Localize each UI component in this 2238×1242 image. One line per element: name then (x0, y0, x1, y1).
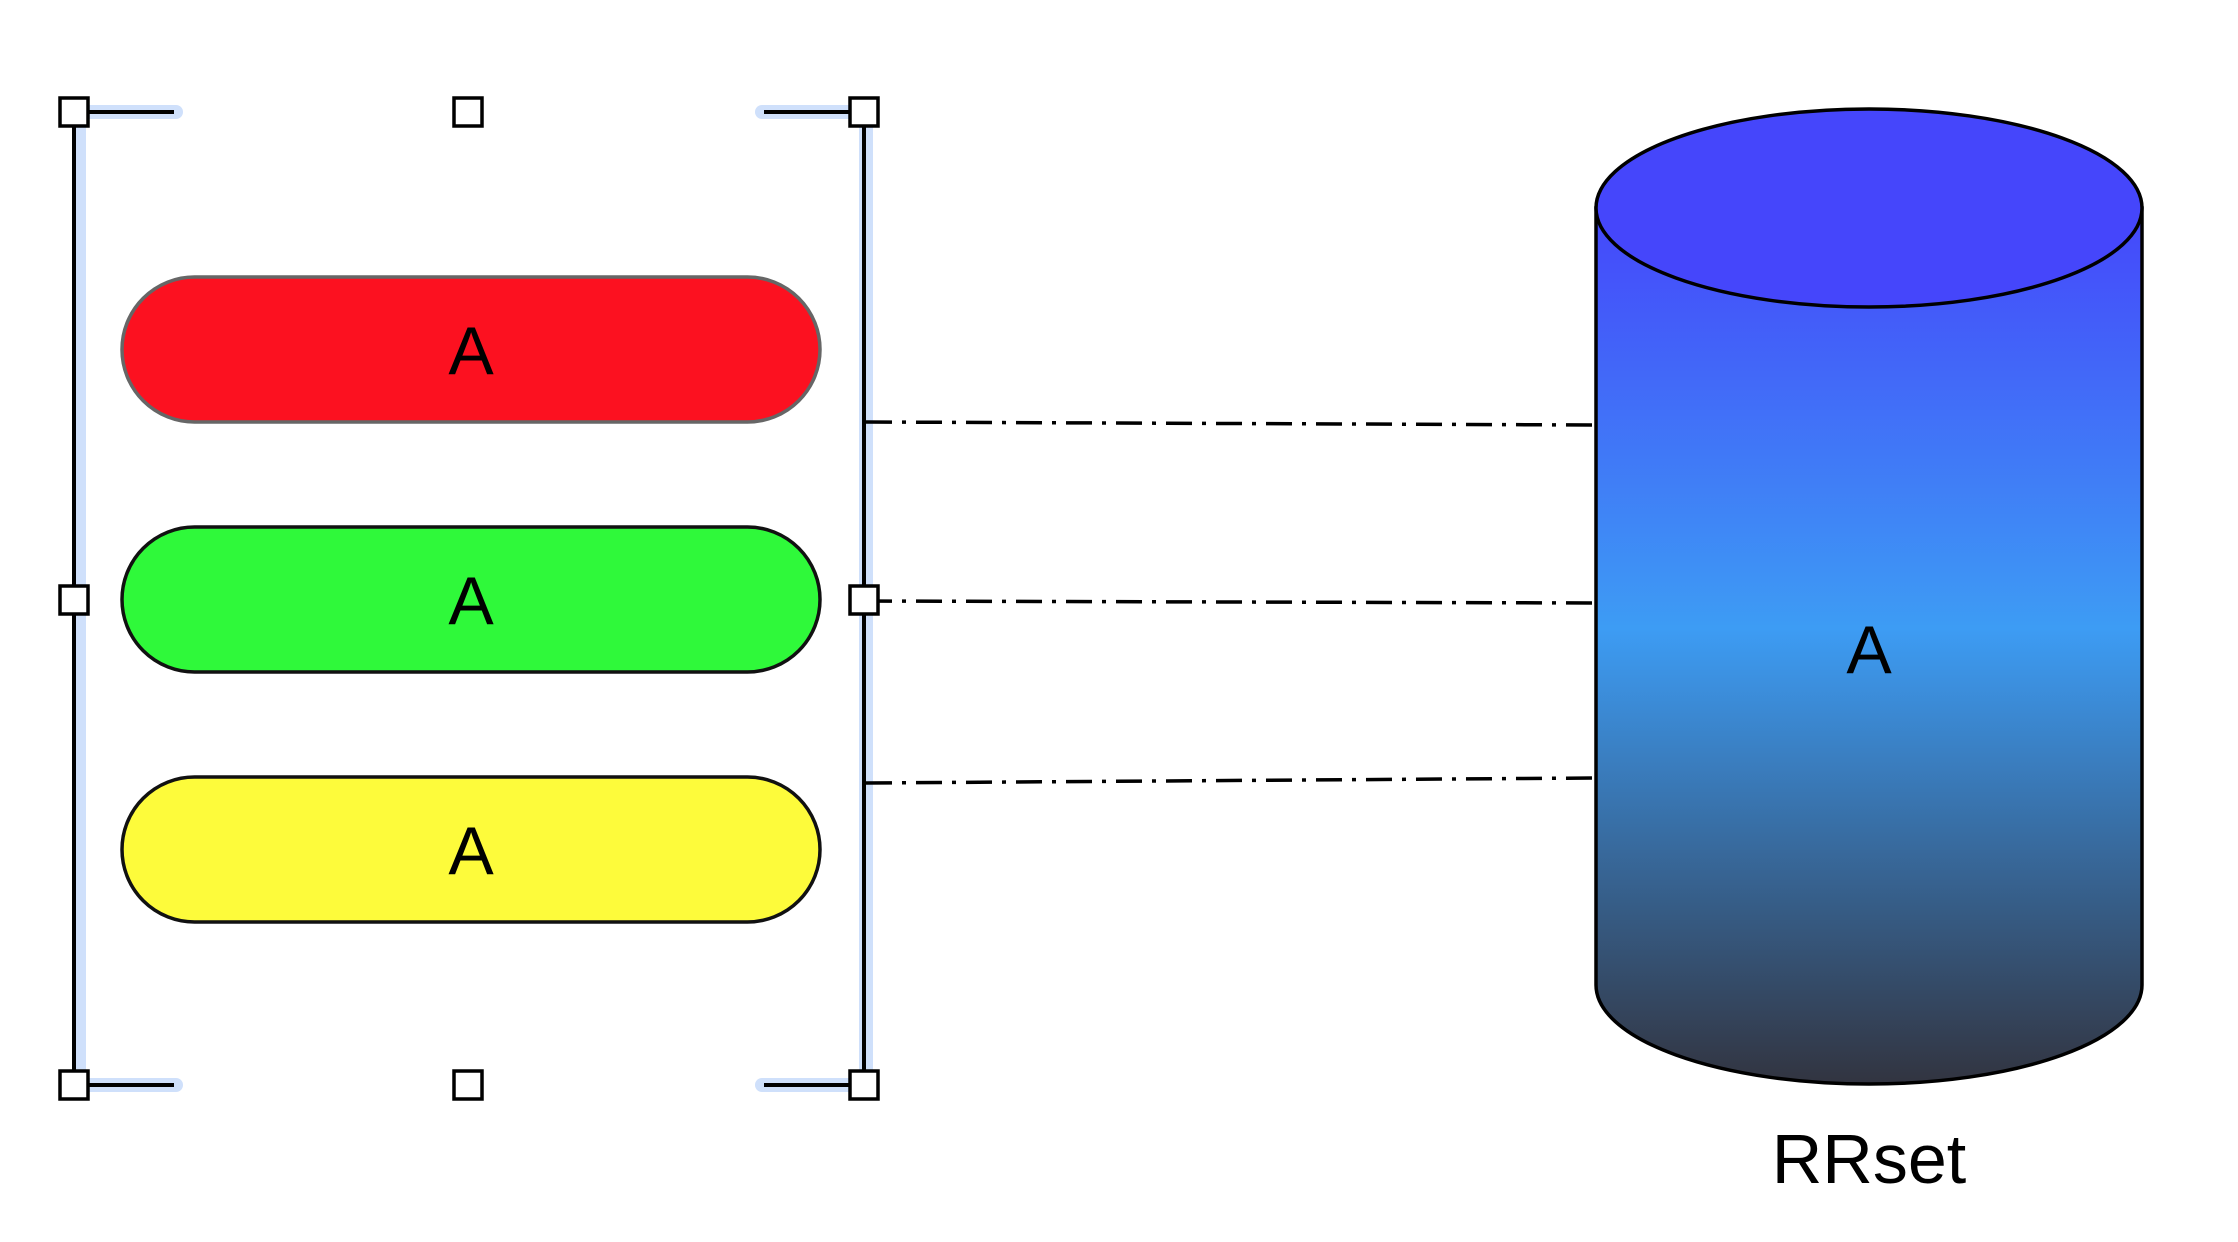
resize-handle[interactable] (848, 1069, 880, 1101)
resize-handle[interactable] (58, 96, 90, 128)
resize-handle[interactable] (848, 96, 880, 128)
cylinder-top[interactable] (1594, 107, 2144, 309)
connector-line[interactable] (865, 420, 1597, 427)
connector-line[interactable] (865, 776, 1597, 785)
rrset-caption: RRset (1772, 1120, 1966, 1198)
selection-handles (58, 96, 880, 1101)
connector-lines (865, 420, 1597, 785)
resize-handle[interactable] (452, 96, 484, 128)
cylinder-body[interactable] (1594, 206, 2144, 1086)
record-pill-shape[interactable] (120, 275, 822, 424)
record-pill-label: A (448, 813, 494, 889)
record-pill-red[interactable]: A (120, 275, 822, 424)
resize-handle[interactable] (58, 584, 90, 616)
record-pill-green[interactable]: A (120, 525, 822, 674)
cylinder-label: A (1846, 612, 1892, 688)
resize-handle[interactable] (848, 584, 880, 616)
resize-handle[interactable] (58, 1069, 90, 1101)
rrset-cylinder[interactable]: A (1594, 107, 2144, 1086)
resize-handle[interactable] (452, 1069, 484, 1101)
record-pill-label: A (448, 313, 494, 389)
record-pill-shape[interactable] (120, 525, 822, 674)
record-pill-label: A (448, 563, 494, 639)
record-pill-shape[interactable] (120, 775, 822, 924)
connector-line[interactable] (865, 599, 1597, 605)
record-pill-yellow[interactable]: A (120, 775, 822, 924)
